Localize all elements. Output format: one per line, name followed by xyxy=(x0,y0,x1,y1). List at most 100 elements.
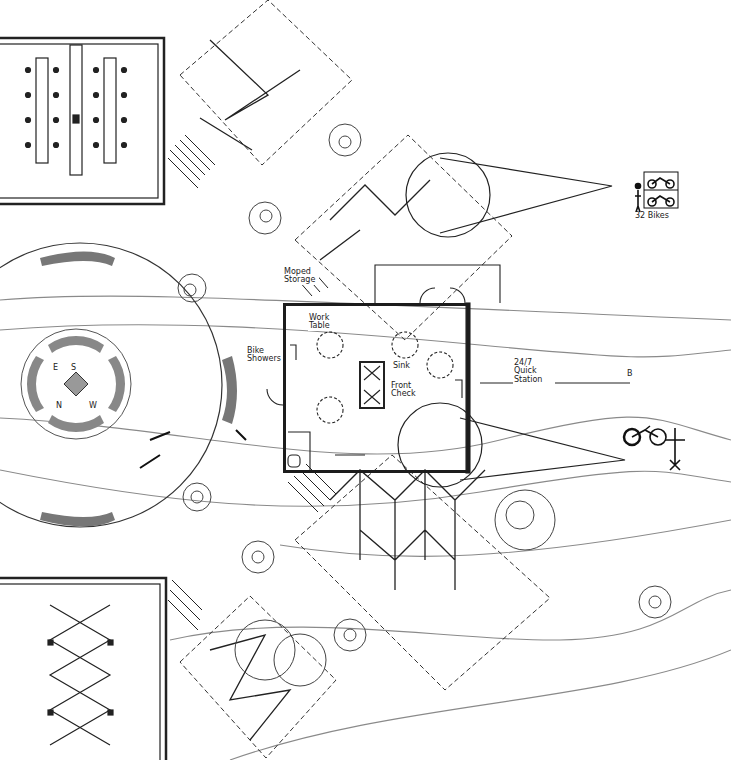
capacity-note: 32 Bikes xyxy=(634,212,676,220)
tree-part xyxy=(495,490,555,550)
bike-icon xyxy=(624,172,685,470)
compass-letter: S xyxy=(70,364,81,372)
bike-icon-part xyxy=(635,190,641,212)
plaza-part xyxy=(21,329,131,439)
building-top-left-part xyxy=(94,68,99,73)
contour-line-part xyxy=(170,590,731,640)
building-top-left-part xyxy=(26,93,31,98)
tree-part xyxy=(339,136,351,148)
dashed-pavilion-part xyxy=(295,135,512,340)
dashed-pavilion xyxy=(180,0,550,758)
stairs-part xyxy=(168,135,215,188)
building-top-left-part xyxy=(26,118,31,123)
plaza-part xyxy=(40,512,115,527)
tree-part xyxy=(191,491,203,503)
bike-icon-part xyxy=(632,426,658,437)
building-top-left-part xyxy=(54,68,59,73)
contour-line-part xyxy=(230,650,731,760)
building-top-left-part xyxy=(26,143,31,148)
area-label: 24/7 Quick Station xyxy=(513,359,555,384)
area-label: Bike Showers xyxy=(246,347,282,364)
building-top-left-part xyxy=(54,118,59,123)
building-bottom-left-part xyxy=(108,640,113,645)
plaza-part xyxy=(64,372,88,396)
building-top-left-part xyxy=(26,68,31,73)
bike-icon-part xyxy=(644,190,678,191)
building-top-left-part xyxy=(0,38,164,204)
contour-line-part xyxy=(0,296,731,320)
bike-icon-part xyxy=(636,184,641,189)
building-bottom-left-part xyxy=(48,640,53,645)
dashed-pavilion-part xyxy=(295,455,550,690)
bike-icon-part xyxy=(644,172,678,208)
truss-zigzag-part xyxy=(330,470,485,590)
dashed-pavilion-part xyxy=(180,0,352,165)
tree-part xyxy=(329,124,361,156)
stairs xyxy=(168,135,336,630)
room-label: Work Table xyxy=(308,314,346,331)
tree-part xyxy=(242,541,274,573)
building-top-left-part xyxy=(122,143,127,148)
building-bottom-left-part xyxy=(0,578,166,760)
tree-part xyxy=(249,202,281,234)
room-label: Front Check xyxy=(390,382,428,399)
plaza xyxy=(0,243,246,527)
station-interior-part xyxy=(288,345,462,470)
tree-part xyxy=(183,483,211,511)
building-top-left-part xyxy=(54,143,59,148)
building-top-left-part xyxy=(26,68,127,148)
section-mark: B xyxy=(626,370,638,378)
plaza-part xyxy=(48,415,104,432)
sun-cone-part xyxy=(460,418,625,480)
tree-part xyxy=(649,596,661,608)
plaza-part xyxy=(222,356,237,424)
bike-icon-part xyxy=(665,428,685,470)
tree-part xyxy=(506,501,534,529)
tree-part xyxy=(274,634,326,686)
building-top-left-part xyxy=(0,44,158,198)
compass-letter: N xyxy=(55,402,66,410)
compass-letter: E xyxy=(52,364,63,372)
building-top-left-part xyxy=(94,93,99,98)
station-interior-part xyxy=(288,455,300,467)
truss-zigzag-part xyxy=(210,635,290,740)
building-bottom-left-part xyxy=(0,584,160,760)
station-interior-part xyxy=(360,362,384,408)
plaza-part xyxy=(40,252,115,267)
bike-icon-part xyxy=(652,196,670,202)
building-top-left-part xyxy=(73,115,79,123)
truss-zigzag-part xyxy=(200,40,300,150)
station-interior-part xyxy=(317,397,343,423)
station-interior-part xyxy=(375,265,500,303)
station-interior xyxy=(267,265,630,473)
tree-part xyxy=(639,586,671,618)
room-label: Sink xyxy=(392,362,424,370)
tree-part xyxy=(334,619,366,651)
tree-part xyxy=(235,620,295,680)
stairs-part xyxy=(168,580,202,630)
tree-part xyxy=(252,551,264,563)
building-top-left xyxy=(0,38,164,204)
plaza-part xyxy=(48,336,104,353)
building-bottom-left xyxy=(0,578,166,760)
building-top-left-part xyxy=(122,68,127,73)
area-label: Moped Storage xyxy=(283,268,319,285)
contour-line-part xyxy=(280,520,731,556)
sun-cone xyxy=(398,153,625,487)
building-bottom-left-part xyxy=(48,710,53,715)
plaza-part xyxy=(27,356,44,412)
station-interior-part xyxy=(420,288,465,303)
station-interior-part xyxy=(392,332,418,358)
tree-part xyxy=(344,629,356,641)
station-interior-part xyxy=(480,382,630,383)
tree xyxy=(178,124,671,686)
building-top-left-part xyxy=(54,93,59,98)
plaza-part xyxy=(108,356,125,412)
station-building: Work TableSinkFront Check xyxy=(283,303,470,473)
truss-zigzag-part xyxy=(320,180,430,260)
station-interior-part xyxy=(317,332,343,358)
truss-zigzag xyxy=(200,40,485,740)
dashed-pavilion-part xyxy=(180,596,336,758)
compass-letter: W xyxy=(88,402,101,410)
